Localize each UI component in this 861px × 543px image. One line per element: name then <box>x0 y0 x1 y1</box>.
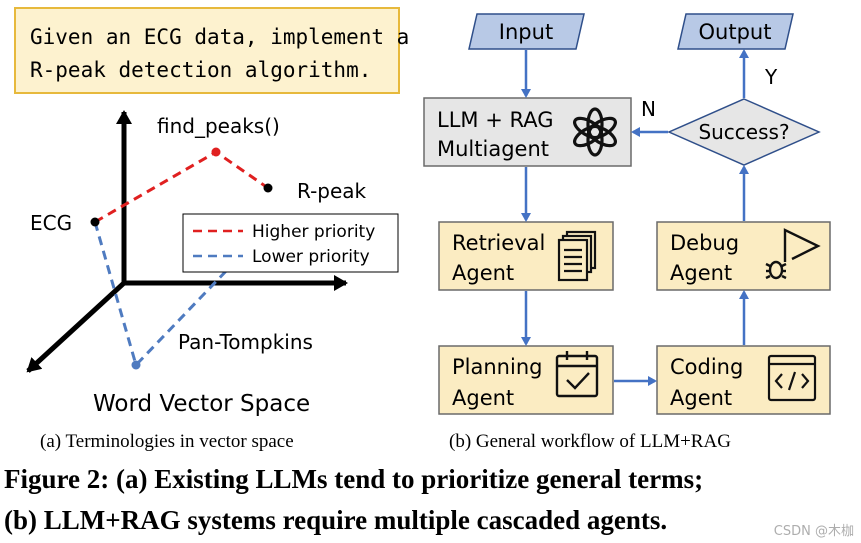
flow-arrows <box>521 49 749 386</box>
code-window-icon <box>767 354 817 402</box>
debug-line1: Debug <box>670 231 739 255</box>
task-text-line1: Given an ECG data, implement a <box>30 25 409 49</box>
debug-play-bug-icon <box>765 228 821 280</box>
input-label: Input <box>499 20 553 44</box>
figure-caption-line1: Figure 2: (a) Existing LLMs tend to prio… <box>4 464 703 494</box>
pan-tompkins-point <box>131 360 141 370</box>
output-node: Output <box>677 13 794 50</box>
calendar-check-icon <box>555 351 599 398</box>
retrieval-line2: Agent <box>452 261 514 285</box>
task-box: Given an ECG data, implement a R-peak de… <box>14 7 409 94</box>
multiagent-line2: Multiagent <box>437 137 549 161</box>
multiagent-node: LLM + RAG Multiagent <box>423 97 632 167</box>
documents-icon <box>557 230 597 282</box>
r-peak-label: R-peak <box>297 179 367 203</box>
task-text-line2: R-peak detection algorithm. <box>30 58 371 82</box>
find-peaks-label: find_peaks() <box>157 114 280 138</box>
legend-lower-label: Lower priority <box>252 247 370 267</box>
caption-b: (b) General workflow of LLM+RAG <box>449 431 731 452</box>
lower-priority-path <box>93 221 254 368</box>
planning-line2: Agent <box>452 386 514 410</box>
find-peaks-point <box>211 147 221 157</box>
retrieval-agent-node: Retrieval Agent <box>438 221 614 291</box>
coding-line1: Coding <box>670 355 743 379</box>
output-label: Output <box>699 20 772 44</box>
ecg-label: ECG <box>30 211 72 235</box>
ecg-point <box>90 217 100 227</box>
legend-higher-label: Higher priority <box>252 222 375 242</box>
r-peak-point <box>263 183 273 193</box>
debug-line2: Agent <box>670 261 732 285</box>
success-label: Success? <box>698 120 789 144</box>
figure-caption-line2: (b) LLM+RAG systems require multiple cas… <box>4 505 667 535</box>
multiagent-line1: LLM + RAG <box>437 108 553 132</box>
coding-line2: Agent <box>670 386 732 410</box>
planning-line1: Planning <box>452 355 542 379</box>
caption-a: (a) Terminologies in vector space <box>40 431 294 452</box>
vector-axes <box>26 110 348 373</box>
pan-tompkins-label: Pan-Tompkins <box>178 330 313 354</box>
debug-agent-node: Debug Agent <box>656 221 831 291</box>
success-decision: Success? <box>667 98 821 166</box>
no-label: N <box>641 97 656 121</box>
planning-agent-node: Planning Agent <box>438 345 614 415</box>
retrieval-line1: Retrieval <box>452 231 545 255</box>
coding-agent-node: Coding Agent <box>656 345 831 415</box>
watermark: CSDN @木枷 <box>774 524 854 539</box>
legend: Higher priority Lower priority <box>182 213 399 273</box>
openai-logo-icon <box>573 107 617 157</box>
input-node: Input <box>468 13 585 50</box>
higher-priority-path <box>94 150 269 224</box>
yes-label: Y <box>764 65 778 89</box>
word-vector-space-label: Word Vector Space <box>93 391 310 417</box>
z-axis <box>26 281 126 373</box>
